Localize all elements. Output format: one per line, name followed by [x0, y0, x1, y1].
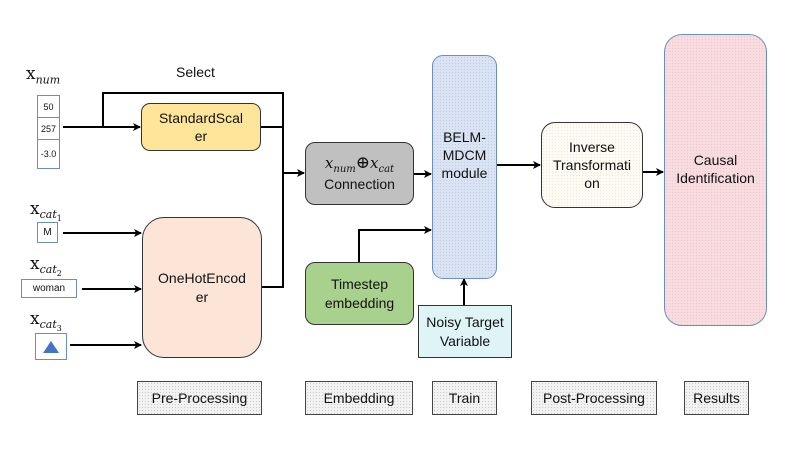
- noisy-target-variable-node: Noisy Target Variable: [418, 305, 512, 358]
- x-num-base: x: [26, 64, 36, 84]
- arrow-timestep-to-belm: [358, 226, 432, 262]
- cat2-value-box: woman: [21, 279, 77, 298]
- x-cat1-label: xcat1: [30, 199, 62, 224]
- triangle-icon: [43, 340, 59, 353]
- direct-sum-operator: ⊕: [355, 152, 371, 173]
- connection-node: xnum⊕xcat Connection: [305, 142, 414, 205]
- inverse-transformation-node: Inverse Transformati on: [541, 122, 643, 208]
- cat3-value-box: [35, 333, 67, 360]
- formula-x-num: x: [324, 153, 334, 172]
- numeric-values-stack: 50 257 -3.0: [37, 95, 60, 169]
- numeric-value-cell: 257: [37, 118, 60, 140]
- x-cat1-base: x: [30, 199, 40, 219]
- stage-train: Train: [432, 381, 497, 415]
- timestep-embedding-node: Timestep embedding: [305, 262, 414, 325]
- x-cat1-sub: cat: [39, 208, 57, 222]
- x-cat2-label: xcat2: [30, 254, 62, 279]
- standard-scaler-node: StandardScal er: [141, 103, 261, 151]
- causal-identification-node: Causal Identification: [664, 34, 767, 326]
- x-cat1-index: 1: [56, 214, 62, 224]
- stage-embedding: Embedding: [305, 381, 413, 415]
- cat1-value-box: M: [37, 222, 58, 243]
- x-cat2-index: 2: [56, 269, 62, 279]
- x-cat3-base: x: [30, 309, 40, 329]
- connection-formula: xnum⊕xcat: [325, 154, 394, 175]
- belm-mdcm-module-node: BELM- MDCM module: [432, 55, 497, 279]
- x-num-label: xnum: [26, 64, 60, 86]
- connection-label: Connection: [324, 175, 395, 192]
- stage-pre-processing: Pre-Processing: [137, 381, 262, 415]
- stage-post-processing: Post-Processing: [531, 381, 657, 415]
- numeric-value-cell: 50: [37, 95, 60, 118]
- formula-cat-sub: cat: [378, 163, 395, 175]
- formula-x-cat: x: [370, 153, 379, 172]
- x-cat2-sub: cat: [39, 263, 57, 277]
- x-cat3-index: 3: [56, 324, 62, 334]
- select-label: Select: [176, 64, 215, 80]
- x-num-sub: num: [35, 73, 61, 87]
- one-hot-encoder-node: OneHotEncod er: [142, 217, 262, 358]
- stage-results: Results: [684, 381, 749, 415]
- numeric-value-cell: -3.0: [37, 140, 60, 169]
- formula-num-sub: num: [333, 163, 356, 175]
- encoder-to-bus-line: [262, 173, 284, 288]
- x-cat3-sub: cat: [39, 318, 57, 332]
- x-cat3-label: xcat3: [30, 309, 62, 334]
- select-bypass-line: [102, 92, 284, 173]
- x-cat2-base: x: [30, 254, 40, 274]
